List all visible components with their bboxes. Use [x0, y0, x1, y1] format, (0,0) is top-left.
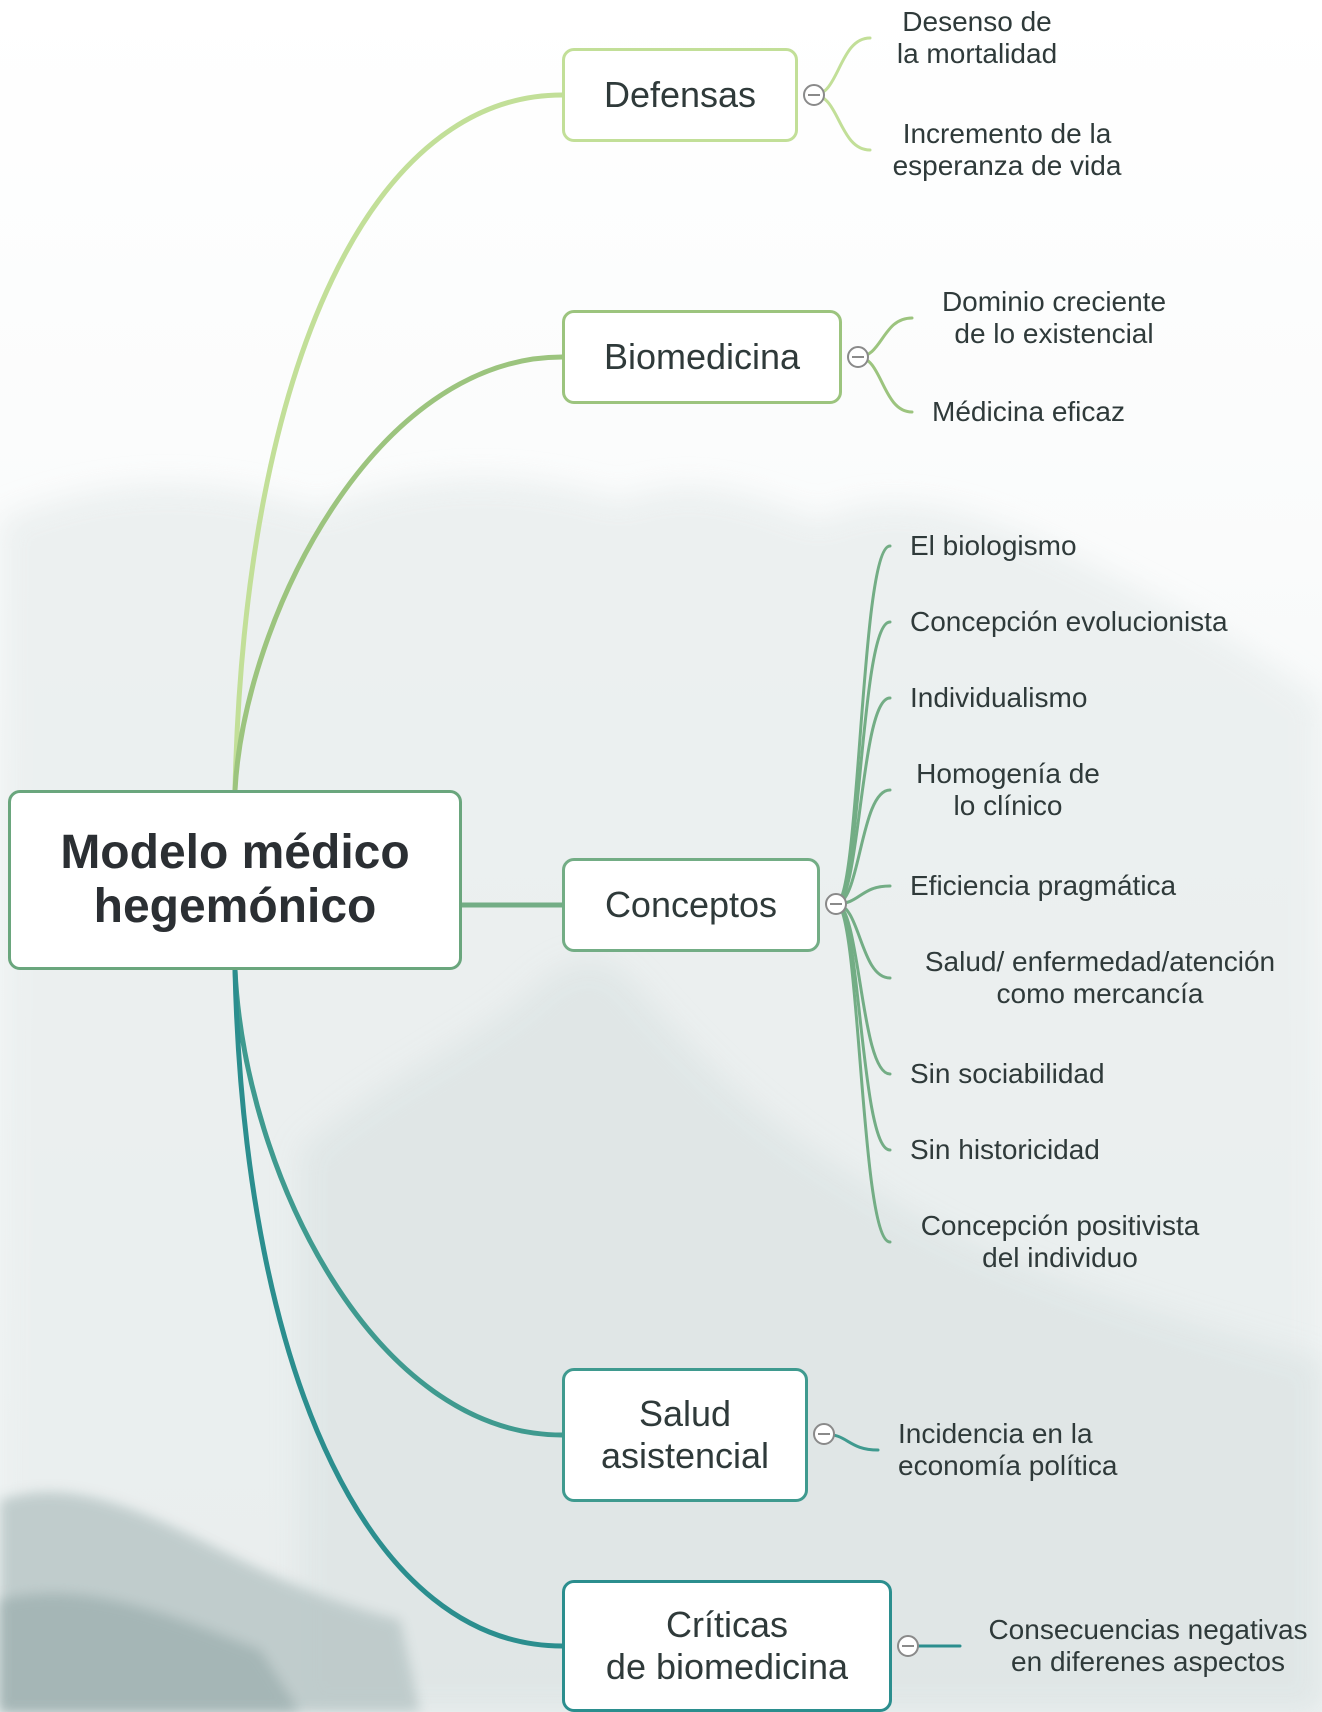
leaf-biomedicina-1[interactable]: Médicina eficaz — [932, 396, 1125, 427]
leaf-conceptos-2[interactable]: Individualismo — [910, 682, 1088, 713]
root-node-modelo-medico-hegemonico[interactable]: Modelo médico hegemónico — [8, 790, 462, 970]
branch-node-biomedicina[interactable]: Biomedicina — [562, 310, 842, 404]
leaf-conceptos-0[interactable]: El biologismo — [910, 530, 1077, 561]
child-connector-biomedicina-1 — [856, 355, 914, 414]
leaf-salud-0[interactable]: Incidencia en la economía política — [898, 1418, 1118, 1481]
child-connector-conceptos-2 — [834, 696, 892, 906]
child-connector-conceptos-0 — [834, 544, 892, 906]
leaf-conceptos-1[interactable]: Concepción evolucionista — [910, 606, 1228, 637]
leaf-defensas-1[interactable]: Incremento de la esperanza de vida — [892, 118, 1122, 181]
branch-node-conceptos[interactable]: Conceptos — [562, 858, 820, 952]
leaf-conceptos-7[interactable]: Sin historicidad — [910, 1134, 1100, 1165]
branch-node-salud[interactable]: Salud asistencial — [562, 1368, 808, 1502]
branch-node-criticas[interactable]: Críticas de biomedicina — [562, 1580, 892, 1712]
branch-node-defensas[interactable]: Defensas — [562, 48, 798, 142]
leaf-biomedicina-0[interactable]: Dominio creciente de lo existencial — [941, 286, 1167, 349]
branch-connector-salud — [232, 967, 565, 1438]
collapse-minus-icon[interactable] — [897, 1635, 919, 1657]
leaf-conceptos-3[interactable]: Homogenía de lo clínico — [916, 758, 1100, 821]
collapse-minus-icon[interactable] — [803, 84, 825, 106]
leaf-conceptos-5[interactable]: Salud/ enfermedad/atención como mercancí… — [924, 946, 1276, 1009]
leaf-criticas-0[interactable]: Consecuencias negativas en diferenes asp… — [988, 1614, 1308, 1677]
branch-connector-biomedicina — [232, 354, 565, 793]
child-connector-conceptos-8 — [834, 902, 892, 1244]
collapse-minus-icon[interactable] — [847, 346, 869, 368]
branch-connector-criticas — [232, 967, 565, 1649]
leaf-defensas-0[interactable]: Desenso de la mortalidad — [896, 6, 1058, 69]
collapse-minus-icon[interactable] — [813, 1423, 835, 1445]
collapse-minus-icon[interactable] — [825, 893, 847, 915]
leaf-conceptos-6[interactable]: Sin sociabilidad — [910, 1058, 1105, 1089]
branch-connector-defensas — [232, 92, 565, 793]
leaf-conceptos-8[interactable]: Concepción positivista del individuo — [920, 1210, 1200, 1273]
leaf-conceptos-4[interactable]: Eficiencia pragmática — [910, 870, 1177, 901]
